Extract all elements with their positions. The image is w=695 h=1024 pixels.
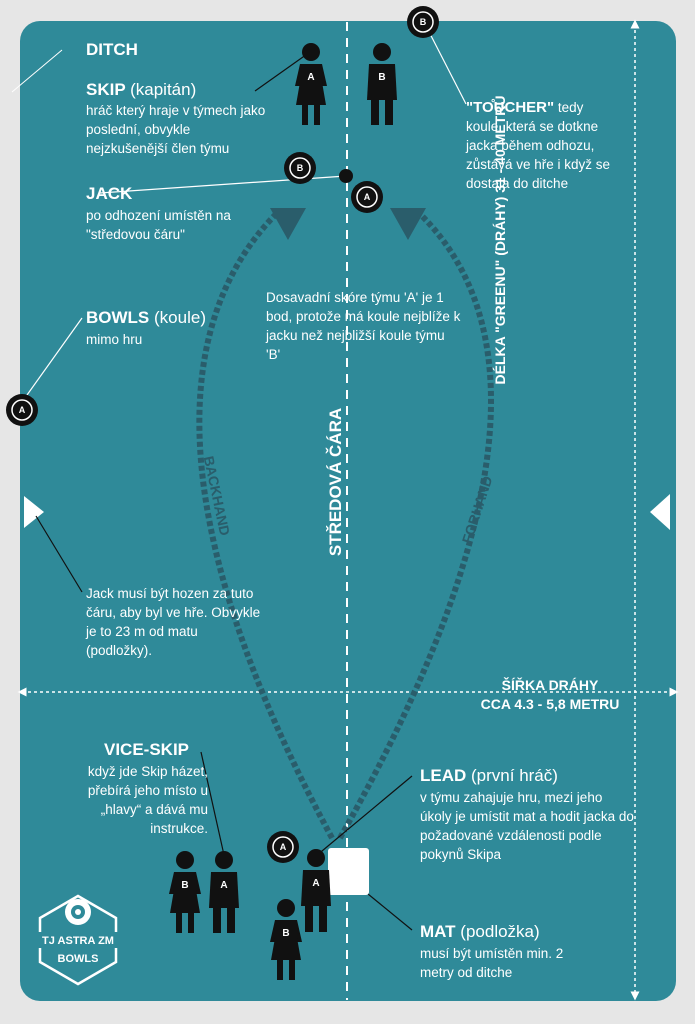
- lead-title: LEAD: [420, 766, 467, 785]
- jack-icon: [339, 169, 353, 183]
- bowl-marker-a: A: [19, 405, 26, 415]
- bowls-subtitle: (koule): [154, 308, 206, 327]
- skip-subtitle: (kapitán): [130, 80, 197, 99]
- ditch-pointer-line: [11, 49, 63, 93]
- lead-heading: LEAD (první hráč): [420, 766, 558, 786]
- bowls-pointer-line: [21, 317, 83, 403]
- bowl-icon: A: [351, 181, 383, 213]
- toucher-rest: tedy: [557, 100, 584, 115]
- forhand-path: [337, 209, 494, 840]
- jack-line-pointer: [35, 515, 83, 593]
- skip-description: hráč který hraje v týmech jako poslední,…: [86, 103, 266, 156]
- bowl-icon: A: [6, 394, 38, 426]
- width-title: ŠÍŘKA DRÁHY: [501, 677, 599, 693]
- bowl-marker-b: B: [420, 17, 427, 27]
- player-icon: B: [270, 899, 302, 980]
- bowl-icon: B: [407, 6, 439, 38]
- player-marker-a: A: [220, 880, 227, 891]
- centre-line-label: STŘEDOVÁ ČÁRA: [326, 407, 345, 557]
- bowl-icon: B: [284, 152, 316, 184]
- bowl-marker-a: A: [280, 842, 287, 852]
- score-note: Dosavadní skóre týmu 'A' je 1 bod, proto…: [266, 290, 461, 362]
- backhand-path: [196, 209, 335, 840]
- skip-heading: SKIP (kapitán): [86, 80, 196, 100]
- mat-title: MAT: [420, 922, 456, 941]
- jack-title: JACK: [86, 184, 133, 203]
- width-value: CCA 4.3 - 5,8 METRU: [480, 696, 620, 712]
- lead-description: v týmu zahajuje hru, mezi jeho úkoly je …: [420, 790, 634, 862]
- skip-pointer-line: [254, 51, 311, 92]
- player-icon: B: [169, 851, 201, 933]
- player-marker-a: A: [307, 72, 314, 83]
- player-marker-b: B: [282, 928, 289, 939]
- bowls-description: mimo hru: [86, 332, 143, 347]
- arrowhead-icon: [270, 208, 306, 240]
- arrowhead-icon: [390, 208, 426, 240]
- bowls-heading: BOWLS (koule): [86, 308, 206, 328]
- jack-line-marker-left: [24, 496, 44, 528]
- bowl-marker-a: A: [364, 192, 371, 202]
- vice-skip-title: VICE-SKIP: [104, 740, 190, 759]
- width-block: ŠÍŘKA DRÁHY CCA 4.3 - 5,8 METRU: [474, 676, 626, 714]
- toucher-block: "TOUCHER" tedy koule, která se dotkne ja…: [466, 98, 616, 193]
- player-icon: A: [209, 851, 239, 933]
- logo-badge-icon: TJ ASTRA ZM BOWLS: [34, 894, 122, 986]
- skip-title: SKIP: [86, 80, 126, 99]
- ditch-label: DITCH: [86, 40, 138, 59]
- player-icon: A: [295, 43, 327, 125]
- toucher-description: koule, která se dotkne jacka během odhoz…: [466, 119, 611, 191]
- logo-sport: BOWLS: [58, 953, 99, 965]
- lead-pointer-line: [315, 775, 413, 857]
- vice-pointer-line: [200, 751, 225, 856]
- lead-subtitle: (první hráč): [471, 766, 558, 785]
- mat-heading: MAT (podložka): [420, 922, 540, 942]
- player-icon: A: [301, 849, 331, 932]
- player-marker-a: A: [312, 878, 319, 889]
- mat-description: musí být umístěn min. 2 metry od ditche: [420, 946, 564, 980]
- bowl-marker-b: B: [297, 163, 304, 173]
- player-marker-b: B: [378, 72, 385, 83]
- mat-subtitle: (podložka): [460, 922, 540, 941]
- logo-name: TJ ASTRA ZM: [42, 935, 114, 947]
- player-icon: B: [367, 43, 397, 125]
- bowls-title: BOWLS: [86, 308, 150, 327]
- bowl-icon: A: [267, 831, 299, 863]
- player-marker-b: B: [181, 880, 188, 891]
- length-label: DÉLKA "GREENU" (DRÁHY) 31 - 40 METRŮ: [492, 95, 508, 385]
- toucher-title: "TOUCHER": [466, 99, 555, 116]
- jack-description: po odhození umístěn na "středovou čáru": [86, 208, 231, 242]
- jack-line-note: Jack musí být hozen za tuto čáru, aby by…: [86, 586, 261, 658]
- jack-line-marker-right: [650, 494, 670, 530]
- vice-skip-description: když jde Skip házet, přebírá jeho místo …: [87, 764, 208, 836]
- mat-icon: [328, 848, 369, 895]
